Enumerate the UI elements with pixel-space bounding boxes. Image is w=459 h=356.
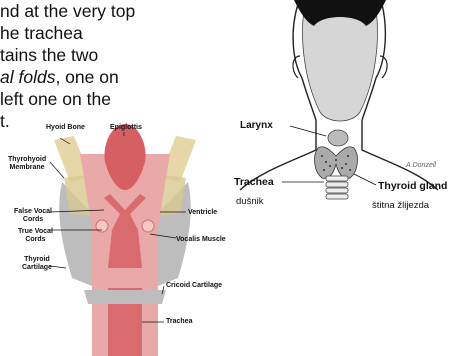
vocalis-muscle-right xyxy=(142,220,154,232)
text-line-3: tains the two xyxy=(0,44,200,66)
paragraph-text: nd at the very top he trachea tains the … xyxy=(0,0,200,132)
cricoid-cartilage-shape xyxy=(84,290,166,304)
label-trachea-larynx: Trachea xyxy=(166,318,192,326)
label-thyrohyoid-line1: Thyrohyoid xyxy=(8,156,46,164)
label-thyroid-cart-line1: Thyroid xyxy=(22,256,52,264)
label-thyrohyoid-membrane: Thyrohyoid Membrane xyxy=(8,156,46,172)
trachea-rings xyxy=(326,176,348,199)
label-thyroid-cartilage: Thyroid Cartilage xyxy=(22,256,52,272)
text-line-1: nd at the very top xyxy=(0,0,200,22)
label-true-vocal-cords: True Vocal Cords xyxy=(18,228,53,244)
label-cricoid-cartilage: Cricoid Cartilage xyxy=(166,282,222,290)
artist-signature: A.Donzell xyxy=(406,162,436,169)
label-thyroid-gland: Thyroid gland xyxy=(378,180,447,192)
label-thyroid-translation: štitna žlijezda xyxy=(372,200,429,211)
text-line-5: left one on the xyxy=(0,88,200,110)
label-larynx: Larynx xyxy=(240,120,273,131)
text-line-4: al folds, one on xyxy=(0,66,200,88)
label-true-vocal-line1: True Vocal xyxy=(18,228,53,236)
label-trachea-translation: dušnik xyxy=(236,196,263,207)
label-false-vocal-line1: False Vocal xyxy=(14,208,52,216)
label-vocalis-muscle: Vocalis Muscle xyxy=(176,236,226,244)
label-hyoid-bone: Hyoid Bone xyxy=(46,124,85,132)
label-thyrohyoid-line2: Membrane xyxy=(8,164,46,172)
label-false-vocal-cords: False Vocal Cords xyxy=(14,208,52,224)
label-ventricle: Ventricle xyxy=(188,209,217,217)
neck-thyroid-diagram: Larynx Trachea dušnik Thyroid gland štit… xyxy=(220,0,459,240)
text-line-4-suffix: , one on xyxy=(55,67,118,87)
label-true-vocal-line2: Cords xyxy=(18,236,53,244)
label-epiglottis: Epiglottis xyxy=(110,124,142,132)
thyroid-gland-shape xyxy=(315,147,358,179)
label-thyroid-cart-line2: Cartilage xyxy=(22,264,52,272)
label-trachea-neck: Trachea xyxy=(234,176,274,188)
label-false-vocal-line2: Cords xyxy=(14,216,52,224)
vocal-folds-term: al folds xyxy=(0,67,55,87)
larynx-cross-section-diagram: Hyoid Bone Epiglottis Thyrohyoid Membran… xyxy=(0,118,230,356)
text-line-2: he trachea xyxy=(0,22,200,44)
